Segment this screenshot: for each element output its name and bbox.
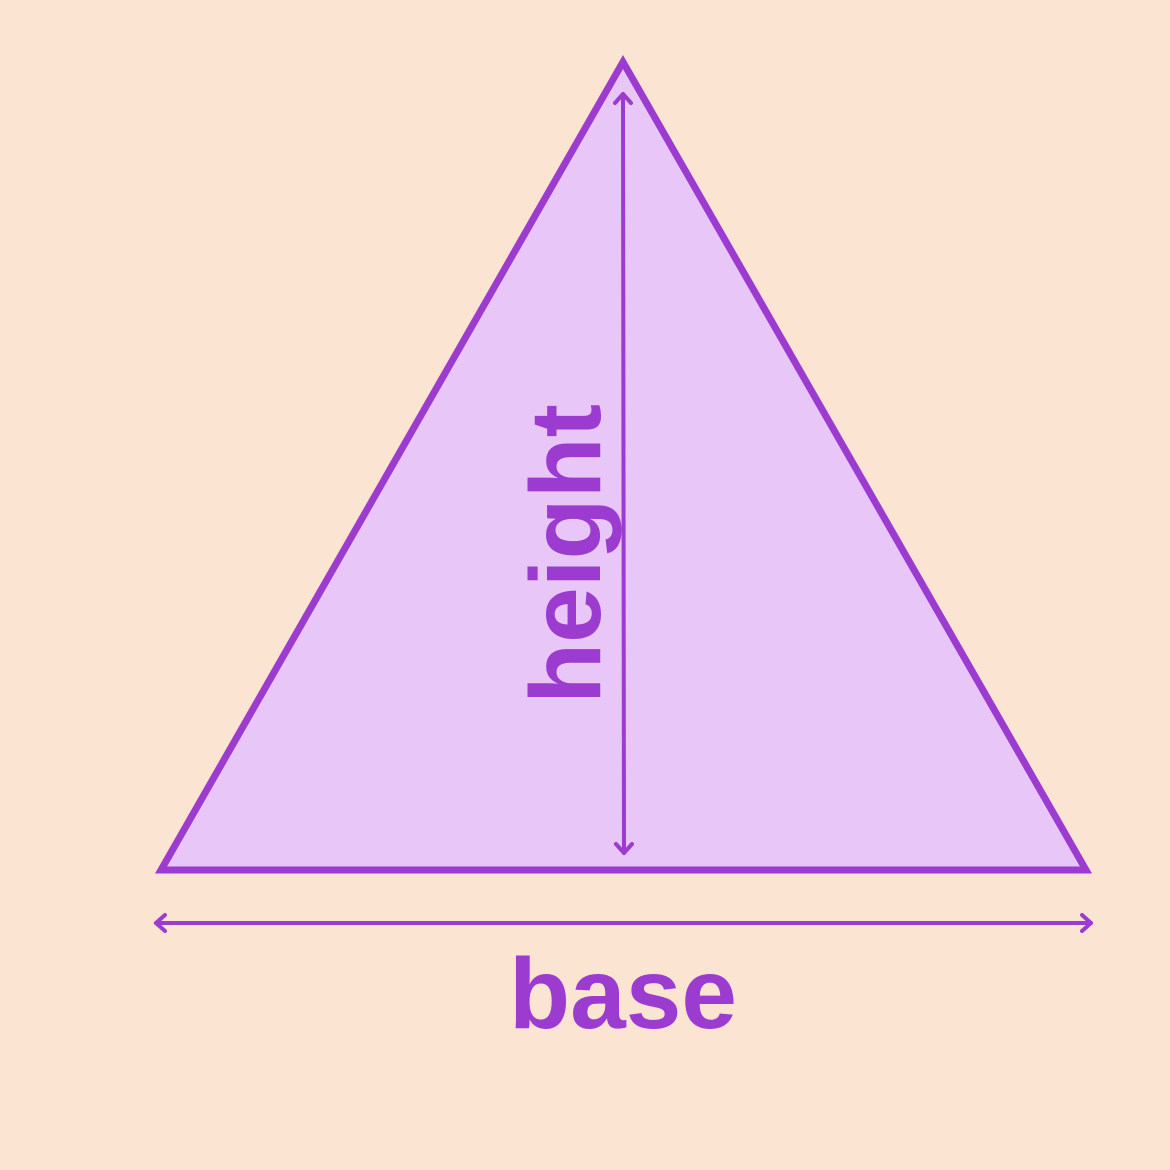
height-arrow [613,92,634,855]
height-arrow-head-top [613,92,633,105]
height-label: height [510,404,622,704]
base-label: base [509,938,737,1050]
height-arrow-head-bottom [614,842,634,855]
base-arrow [154,913,1093,933]
base-arrow-head-right [1080,913,1093,933]
height-arrow-line [621,92,626,855]
base-arrow-head-left [154,913,167,933]
